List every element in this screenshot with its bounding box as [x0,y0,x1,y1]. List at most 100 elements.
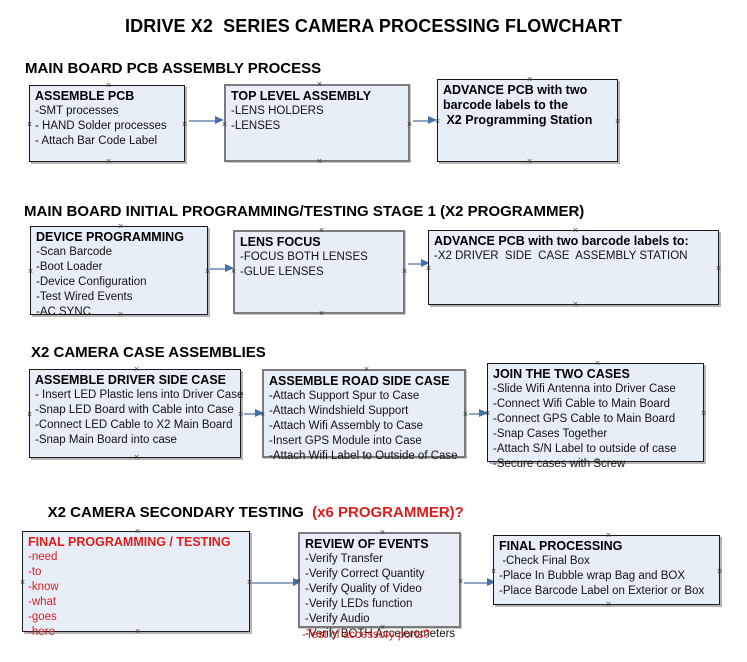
arrow-shaft [252,582,294,584]
page-title: IDRIVE X2 SERIES CAMERA PROCESSING FLOWC… [125,16,622,36]
resize-handle-bottom[interactable] [105,158,112,165]
box-title: JOIN THE TWO CASES [493,367,630,381]
box-line: -FOCUS BOTH LENSES [240,251,368,263]
box-title: ASSEMBLE PCB [35,89,135,103]
resize-handle-bottom[interactable] [363,454,370,461]
resize-handle-left[interactable] [295,578,302,585]
resize-handle-top[interactable] [105,82,112,89]
box-line: -Attach Wifi Assembly to Case [269,420,424,432]
box-line: -Place Barcode Label on Exterior or Box [499,585,705,597]
resize-handle-bottom[interactable] [526,158,533,165]
resize-handle-left[interactable] [434,118,441,125]
resize-handle-left[interactable] [425,265,432,272]
resize-handle-top[interactable] [316,81,323,88]
box-line: -SMT processes [35,105,119,117]
box-line: -Device Configuration [36,276,147,288]
resize-handle-right[interactable] [181,121,188,128]
box-top-level-assembly[interactable]: TOP LEVEL ASSEMBLY -LENS HOLDERS -LENSES [224,84,410,162]
box-title: FINAL PROCESSING [499,539,623,553]
section-heading-main-board-initial-programming-testing-stage-1: MAIN BOARD INITIAL PROGRAMMING/TESTING S… [24,203,585,220]
resize-handle-bottom[interactable] [572,301,579,308]
box-line: -Check Final Box [499,555,590,567]
box-title: FINAL PROGRAMMING / TESTING [28,535,231,549]
resize-handle-left[interactable] [221,121,228,128]
resize-handle-right[interactable] [614,118,621,125]
resize-handle-left[interactable] [26,121,33,128]
resize-handle-right[interactable] [715,265,722,272]
box-assemble-road-side-case[interactable]: ASSEMBLE ROAD SIDE CASE -Attach Support … [259,366,469,462]
resize-handle-top[interactable] [379,529,386,536]
resize-handle-top[interactable] [318,227,325,234]
resize-handle-right[interactable] [246,579,253,586]
box-join-the-two-cases-content: JOIN THE TWO CASES -Slide Wifi Antenna i… [488,364,703,472]
box-advance-pcb-driver-side-case[interactable]: ADVANCE PCB with two barcode labels to: … [428,230,719,305]
resize-handle-bottom[interactable] [594,458,601,465]
resize-handle-right[interactable] [237,411,244,418]
resize-handle-right[interactable] [401,268,408,275]
resize-handle-top[interactable] [572,227,579,234]
resize-handle-left[interactable] [230,268,237,275]
box-line: -Boot Loader [36,261,103,273]
resize-handle-bottom[interactable] [318,310,325,317]
resize-handle-left[interactable] [26,411,33,418]
box-assemble-pcb-content: ASSEMBLE PCB -SMT processes - HAND Solde… [30,86,184,149]
resize-handle-left[interactable] [259,411,266,418]
resize-handle-bottom[interactable] [605,601,612,608]
resize-handle-bottom[interactable] [134,628,141,635]
box-review-of-events[interactable]: REVIEW OF EVENTS -Verify Transfer -Verif… [295,529,464,640]
box-final-processing[interactable]: FINAL PROCESSING -Check Final Box -Place… [493,535,720,605]
resize-handle-left[interactable] [490,568,497,575]
resize-handle-bottom[interactable] [316,158,323,165]
box-title: LENS FOCUS [240,235,321,249]
box-line: -Place In Bubble wrap Bag and BOX [499,570,686,582]
box-line: -Test Wired Events [36,291,133,303]
box-line: -Slide Wifi Antenna into Driver Case [493,383,676,395]
resize-handle-top[interactable] [117,223,124,230]
box-assemble-driver-side-case[interactable]: ASSEMBLE DRIVER SIDE CASE - Insert LED P… [26,366,244,461]
box-assemble-pcb[interactable]: ASSEMBLE PCB -SMT processes - HAND Solde… [29,85,185,162]
resize-handle-right[interactable] [457,578,464,585]
resize-handle-right[interactable] [716,568,723,575]
box-line: -Secure cases with Screw [493,458,626,470]
resize-handle-top[interactable] [605,532,612,539]
resize-handle-bottom[interactable] [117,311,124,318]
box-line: -LENSES [231,120,281,132]
box-line: -need [28,551,58,563]
resize-handle-bottom[interactable] [133,454,140,461]
resize-handle-top[interactable] [134,528,141,535]
box-line: -X2 DRIVER SIDE CASE ASSEMBLY STATION [434,250,688,262]
resize-handle-left[interactable] [19,579,26,586]
resize-handle-top[interactable] [594,360,601,367]
section-heading-x2-camera-secondary-testing: X2 CAMERA SECONDARY TESTING (x6 PROGRAMM… [31,487,464,538]
resize-handle-top[interactable] [363,366,370,373]
resize-handle-top[interactable] [133,366,140,373]
box-line: -Verify Quality of Video [305,583,422,595]
resize-handle-left[interactable] [27,268,34,275]
box-line: - Insert LED Plastic lens into Driver Ca… [35,389,244,401]
box-line: -Connect LED Cable to X2 Main Board [35,419,233,431]
box-line: -to [28,566,42,578]
box-join-the-two-cases[interactable]: JOIN THE TWO CASES -Slide Wifi Antenna i… [484,360,707,470]
box-line: -Verify Audio [305,613,370,625]
box-lens-focus-content: LENS FOCUS -FOCUS BOTH LENSES -GLUE LENS… [235,232,403,280]
box-line: -Connect Wifi Cable to Main Board [493,398,671,410]
resize-handle-right[interactable] [700,410,707,417]
resize-handle-top[interactable] [526,76,533,83]
box-lens-focus[interactable]: LENS FOCUS -FOCUS BOTH LENSES -GLUE LENS… [233,230,405,314]
resize-handle-right[interactable] [406,121,413,128]
box-title: ADVANCE PCB with two [443,83,588,97]
box-line: -Attach Support Spur to Case [269,390,420,402]
resize-handle-left[interactable] [484,410,491,417]
box-device-programming[interactable]: DEVICE PROGRAMMING -Scan Barcode -Boot L… [27,223,211,318]
box-review-of-events-content: REVIEW OF EVENTS -Verify Transfer -Verif… [300,534,459,642]
box-advance-pcb-programming-station[interactable]: ADVANCE PCB with two barcode labels to t… [437,79,618,162]
box-line: -Scan Barcode [36,246,113,258]
box-line: -Connect GPS Cable to Main Board [493,413,676,425]
box-line: - HAND Solder processes [35,120,167,132]
box-line: -know [28,581,59,593]
resize-handle-right[interactable] [462,411,469,418]
box-final-programming-testing[interactable]: FINAL PROGRAMMING / TESTING -need -to -k… [19,528,253,638]
box-line: barcode labels to the [443,98,569,112]
box-assemble-road-side-case-content: ASSEMBLE ROAD SIDE CASE -Attach Support … [264,371,464,464]
resize-handle-right[interactable] [204,268,211,275]
